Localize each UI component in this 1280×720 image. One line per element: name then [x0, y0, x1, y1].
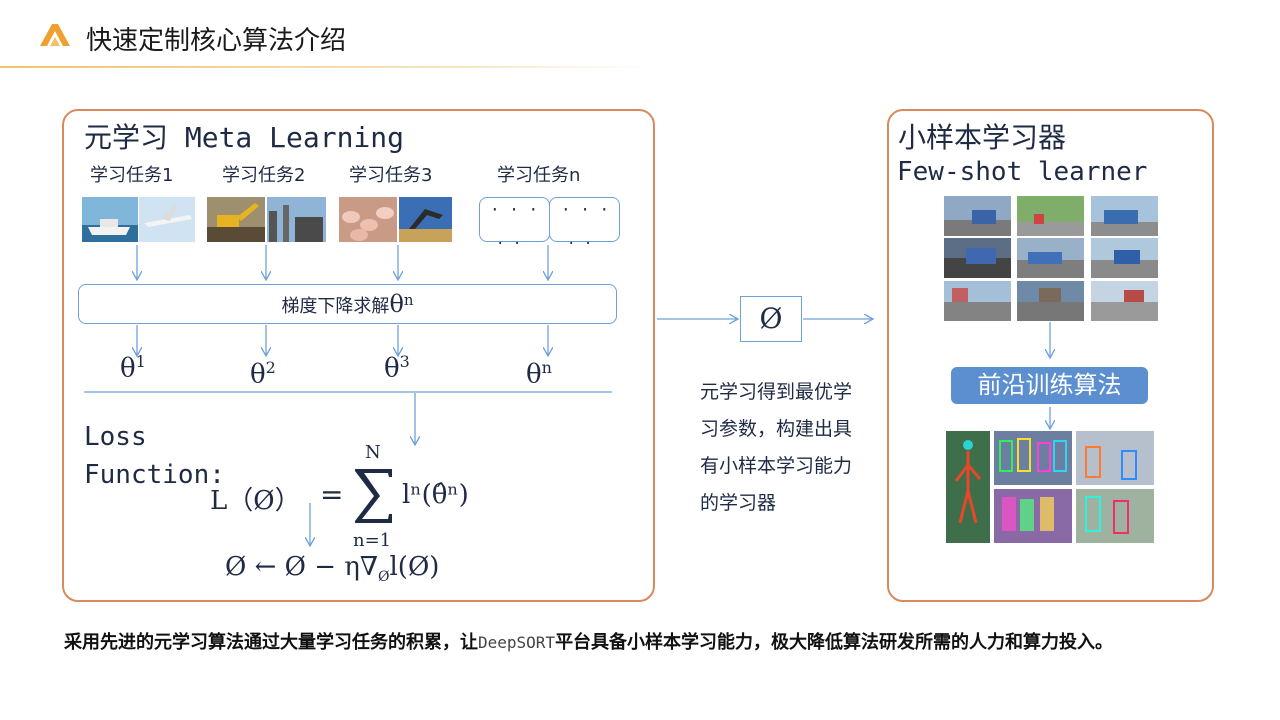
theta-n: θn — [526, 358, 552, 390]
placeholder-dots-small: · · — [496, 236, 522, 252]
task-label-1: 学习任务1 — [90, 165, 174, 186]
phi-parameter-box: Ø — [740, 296, 802, 342]
street-scene-grid — [944, 196, 1158, 321]
page-title: 快速定制核心算法介绍 — [86, 26, 347, 56]
task-label-n: 学习任务n — [497, 165, 581, 186]
task-image-pigs-oilpump — [339, 197, 452, 242]
loss-label-line2: Function: — [84, 460, 225, 490]
task-label-3: 学习任务3 — [349, 165, 433, 186]
middle-description: 元学习得到最优学习参数，构建出具有小样本学习能力的学习器 — [700, 381, 853, 514]
placeholder-dots: · · · — [490, 200, 539, 219]
few-shot-title-cn: 小样本学习器 — [898, 121, 1067, 154]
algorithm-badge: 前沿训练算法 — [951, 367, 1148, 404]
theta-2: θ2 — [250, 358, 276, 390]
task-placeholder-right — [549, 197, 620, 242]
theta-3: θ3 — [384, 352, 410, 384]
gradient-descent-label: 梯度下降求解θn — [281, 290, 414, 318]
placeholder-dots-small: · · — [567, 236, 593, 252]
footer-summary: 采用先进的元学习算法通过大量学习任务的积累，让DeepSORT平台具备小样本学习… — [64, 632, 1114, 653]
task-image-ship-plane — [82, 197, 195, 242]
formula-equals: = — [320, 478, 344, 511]
summation-icon — [355, 469, 392, 523]
task-image-construction-factory — [207, 197, 326, 242]
loss-label-line1: Loss — [84, 422, 147, 452]
detection-results-image — [946, 431, 1154, 543]
formula-sum-lower: n=1 — [353, 530, 392, 551]
logo-icon — [40, 24, 70, 46]
placeholder-dots: · · · — [561, 200, 610, 219]
theta-1: θ1 — [120, 352, 146, 384]
header-divider — [0, 66, 650, 68]
formula-rhs: lⁿ(θ̂ⁿ) — [402, 480, 469, 510]
formula-lhs: L（Ø） — [210, 486, 301, 516]
few-shot-title-en: Few-shot learner — [897, 157, 1148, 187]
task-label-2: 学习任务2 — [222, 165, 306, 186]
update-rule: Ø ← Ø − η∇Øl(Ø) — [225, 552, 440, 586]
formula-sum-upper: N — [365, 442, 381, 463]
few-shot-panel — [887, 109, 1214, 602]
meta-learning-title: 元学习 Meta Learning — [84, 121, 405, 154]
gradient-descent-box — [78, 284, 617, 324]
meta-learning-panel — [62, 109, 655, 602]
